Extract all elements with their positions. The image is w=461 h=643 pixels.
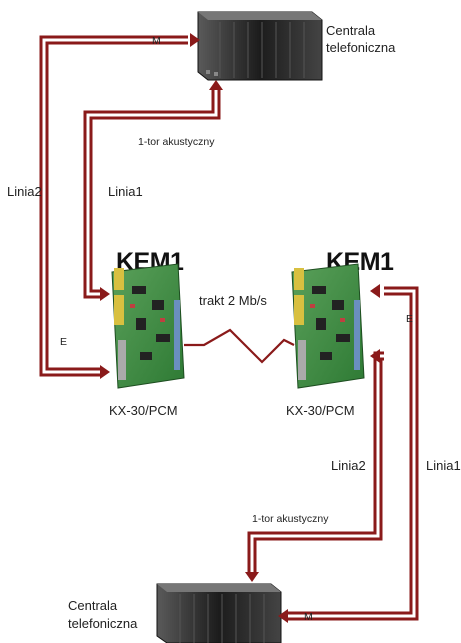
left-linia1-label: Linia1 <box>108 184 143 199</box>
right-linia1-arrow-device <box>370 284 380 298</box>
left-linia2-arrow-top <box>190 33 200 47</box>
left-linia1-arrow-device <box>100 287 110 301</box>
pcm-link-label: trakt 2 Mb/s <box>199 293 267 308</box>
right-linia1-label: Linia1 <box>426 458 461 473</box>
top-exchange-rack <box>197 11 323 81</box>
bottom-exchange-rack <box>156 583 282 643</box>
right-linia1-arrow-exchange <box>278 609 288 623</box>
left-device-board <box>111 263 185 389</box>
left-acoustic-label: 1-tor akustyczny <box>138 136 215 148</box>
bottom-exchange-label-1: Centrala <box>68 598 118 613</box>
right-m-label: M <box>304 611 313 623</box>
right-linia1-cable <box>286 286 419 621</box>
right-acoustic-label: 1-tor akustyczny <box>252 513 329 525</box>
left-linia1-arrow-exchange <box>209 80 223 90</box>
left-m-label: M <box>152 35 161 47</box>
left-linia1-cable <box>83 88 221 299</box>
top-exchange-label-1: Centrala <box>326 23 376 38</box>
right-device-model: KX-30/PCM <box>286 403 355 418</box>
right-linia2-arrow-device <box>370 349 380 363</box>
left-linia2-arrow-bottom <box>100 365 110 379</box>
right-linia2-label: Linia2 <box>331 458 366 473</box>
left-linia2-cable <box>39 35 188 377</box>
right-e-label: E <box>406 313 413 325</box>
top-exchange-label-2: telefoniczna <box>326 40 396 55</box>
left-e-label: E <box>60 336 67 348</box>
pcm-link-line <box>184 328 295 364</box>
right-linia2-arrow-exchange <box>245 572 259 582</box>
left-linia2-label: Linia2 <box>7 184 42 199</box>
right-device-board <box>291 263 365 389</box>
bottom-exchange-label-2: telefoniczna <box>68 616 138 631</box>
left-device-model: KX-30/PCM <box>109 403 178 418</box>
